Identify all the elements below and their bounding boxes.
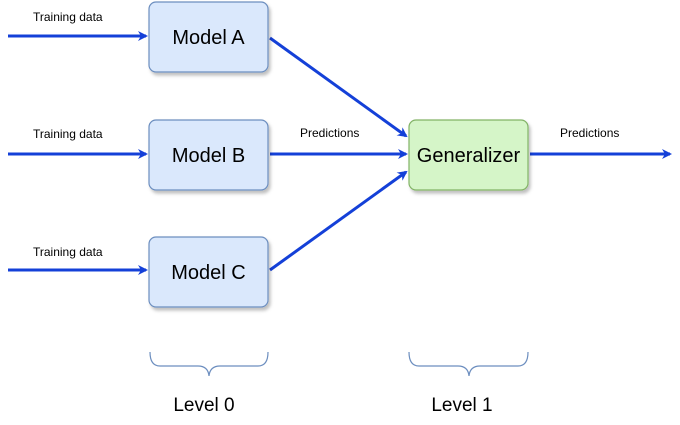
- model-b-label: Model B: [172, 145, 245, 167]
- level-1-label: Level 1: [431, 395, 492, 416]
- training-data-label-b: Training data: [33, 127, 103, 141]
- predictions-in-label: Predictions: [300, 126, 359, 140]
- model-c-box: Model C: [148, 236, 269, 308]
- model-a-box: Model A: [148, 1, 269, 73]
- model-b-box: Model B: [148, 119, 269, 191]
- training-data-label-c: Training data: [33, 245, 103, 259]
- predictions-out-label: Predictions: [560, 126, 619, 140]
- level-0-label: Level 0: [173, 395, 234, 416]
- model-a-label: Model A: [172, 27, 245, 49]
- generalizer-label: Generalizer: [417, 145, 521, 167]
- model-c-to-generalizer-arrow: [269, 170, 408, 272]
- level-0-brace: [149, 351, 269, 377]
- model-a-to-generalizer-arrow: [269, 36, 408, 138]
- level-1-brace: [408, 351, 529, 377]
- training-data-label-a: Training data: [33, 10, 103, 24]
- model-c-label: Model C: [171, 262, 245, 284]
- generalizer-box: Generalizer: [408, 119, 529, 191]
